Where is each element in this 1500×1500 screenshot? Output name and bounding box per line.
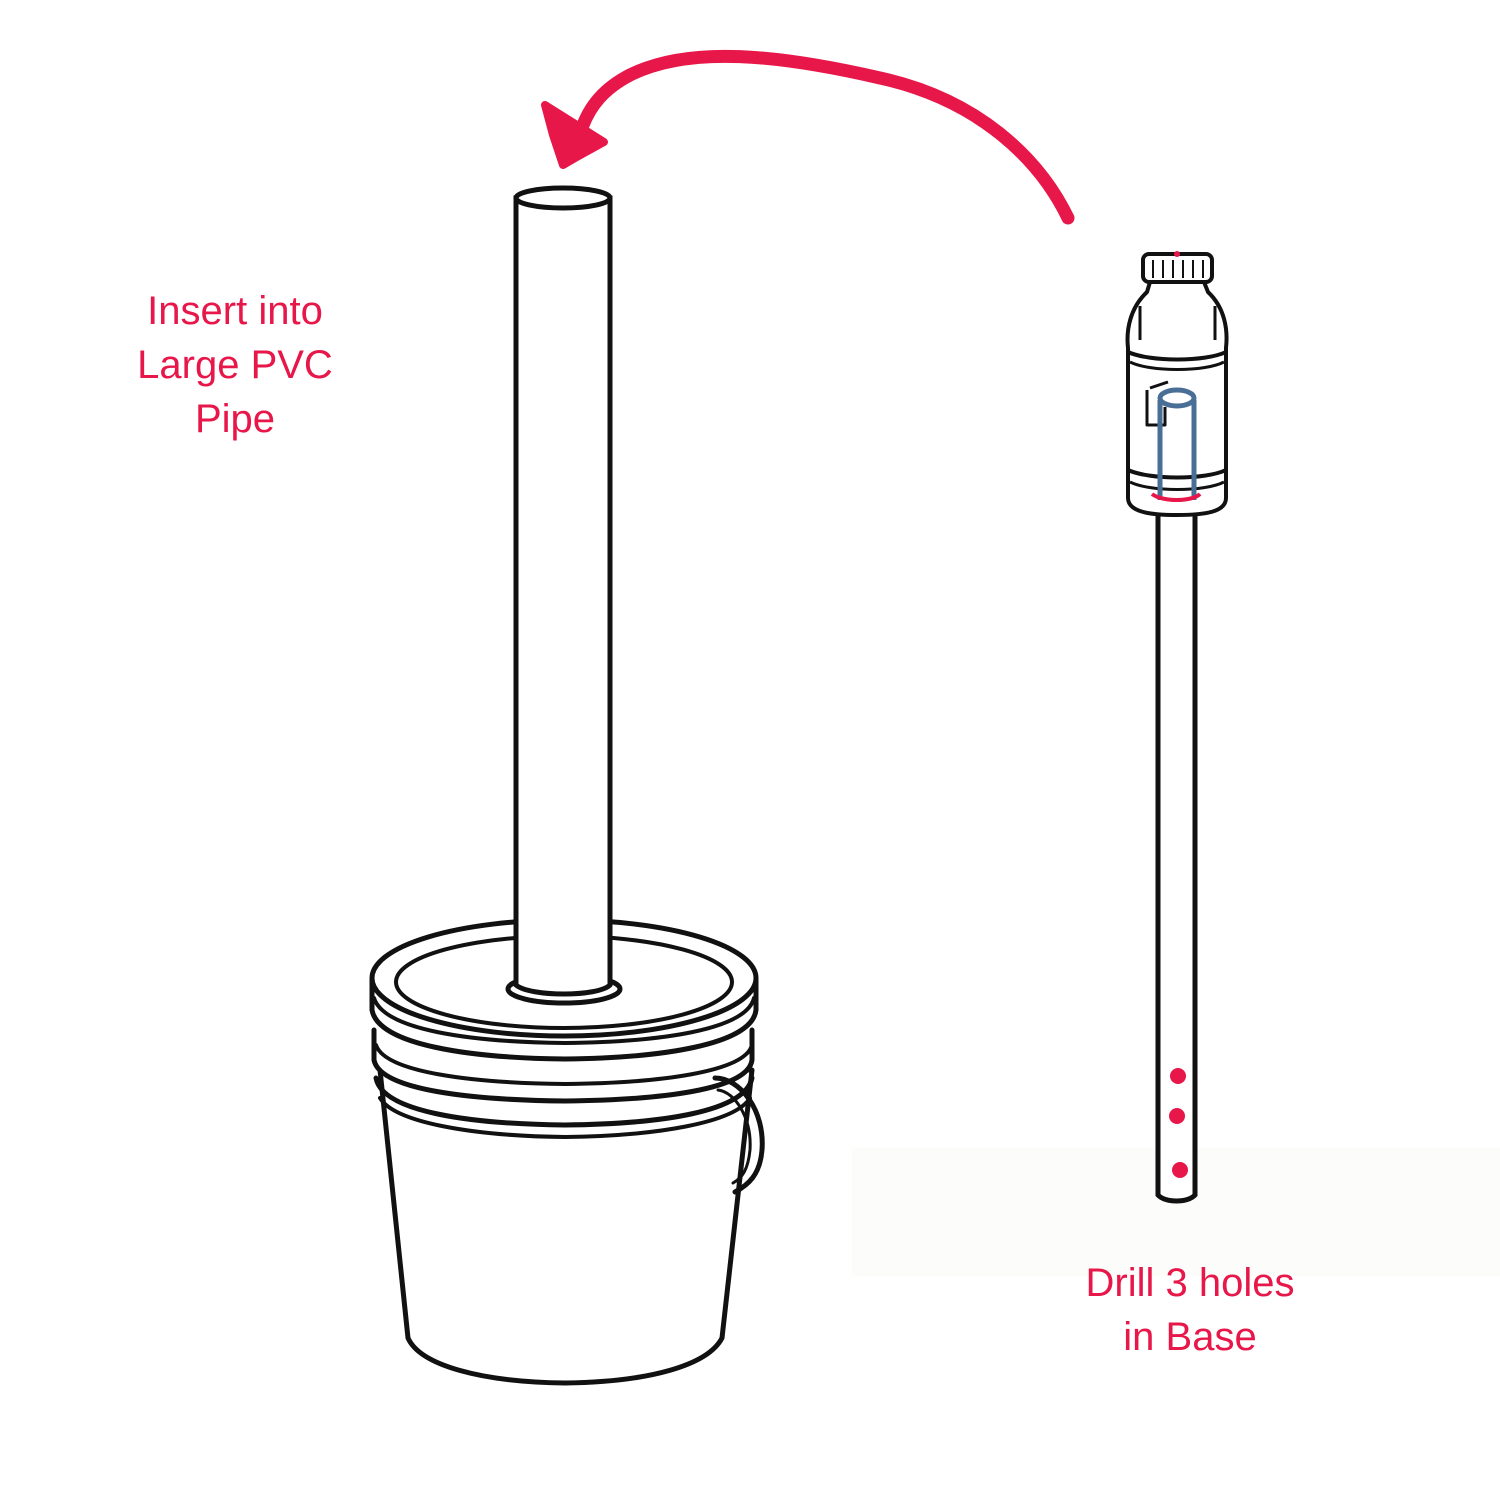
small-pipe-body — [1155, 497, 1198, 1204]
curved-arrow — [541, 49, 1075, 225]
arrow-head — [541, 101, 608, 169]
large-pvc-pipe — [505, 185, 623, 1006]
bottle-label-top — [1127, 350, 1227, 362]
bucket-with-lid — [369, 917, 765, 1386]
drill-hole-3 — [1172, 1162, 1188, 1178]
small-pipe — [1155, 497, 1198, 1204]
arrow-shaft — [575, 49, 1075, 225]
bucket-lid-rim-line — [372, 996, 756, 1045]
bucket-rim-band-line — [374, 1043, 754, 1086]
bottle-cap-mark — [1174, 251, 1180, 257]
bottle-label-bottom — [1127, 468, 1227, 480]
caption-insert-line-3: Pipe — [194, 397, 276, 441]
bucket-handle — [712, 1075, 765, 1195]
drill-hole-2 — [1169, 1108, 1185, 1124]
bucket-handle-inner — [716, 1088, 752, 1185]
drill-hole-1 — [1170, 1068, 1186, 1084]
bottle-label-bottom-2 — [1129, 480, 1225, 491]
caption-drill: Drill 3 holes in Base — [1040, 1256, 1340, 1364]
bottle-logo — [1145, 380, 1169, 427]
bottle-ridge-lines — [1138, 306, 1217, 340]
caption-insert: Insert into Large PVC Pipe — [110, 284, 360, 446]
bottle — [1125, 251, 1229, 517]
caption-drill-line-2: in Base — [1123, 1315, 1257, 1359]
pipe-body — [513, 195, 613, 997]
bottle-shell — [1125, 280, 1229, 517]
pipe-top-opening — [513, 185, 613, 211]
bucket-band-lower — [373, 1075, 755, 1128]
bucket-band-lower-2 — [378, 1096, 752, 1139]
caption-insert-line-2: Large PVC — [137, 343, 333, 387]
bottle-label-top-2 — [1129, 360, 1225, 371]
caption-insert-line-1: Insert into — [147, 289, 323, 333]
bottle-seal-mark — [1150, 492, 1202, 502]
bottle-cap-ridges — [1152, 260, 1204, 278]
inner-tube-top — [1157, 387, 1197, 409]
inner-tube — [1157, 400, 1197, 500]
bucket-body — [377, 1067, 755, 1386]
caption-drill-line-1: Drill 3 holes — [1085, 1261, 1295, 1305]
